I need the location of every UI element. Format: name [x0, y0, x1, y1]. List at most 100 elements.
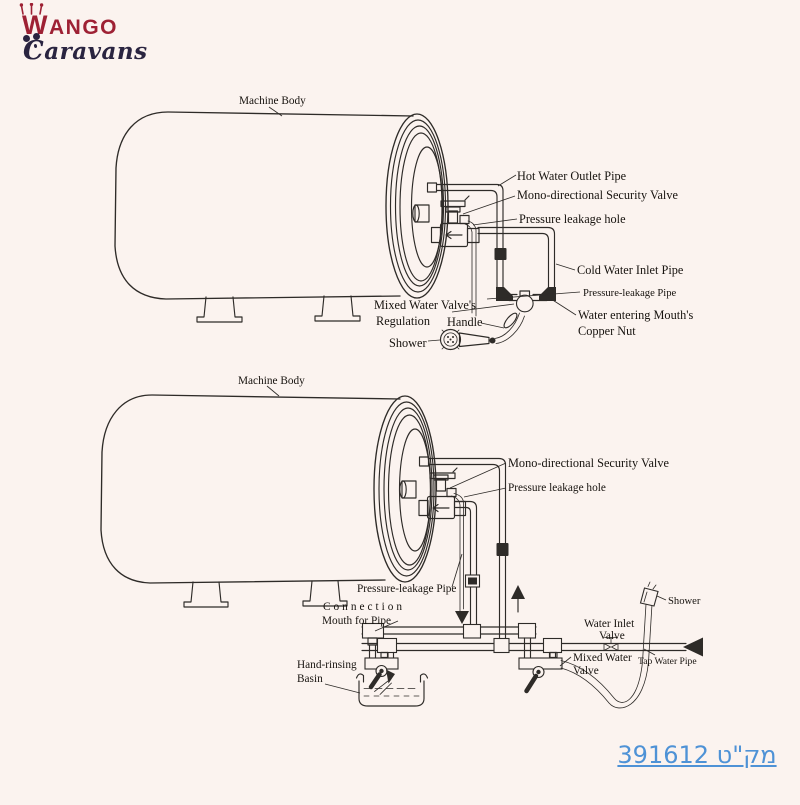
- label-pressure-leakage-pipe: Pressure-leakage Pipe: [357, 583, 456, 595]
- valve-handle-bar: [440, 200, 466, 208]
- face-stub-cap: [399, 480, 407, 499]
- shower-head: [439, 328, 462, 351]
- label-mixed-valve-1: Mixed Water Valve's: [374, 298, 476, 312]
- flow-mark: [445, 230, 463, 240]
- valve-cap: [433, 474, 449, 481]
- valve-flange: [418, 499, 429, 517]
- manifold-tee: [462, 623, 482, 639]
- tank-foot: [314, 295, 361, 322]
- end-cap-ring: [378, 401, 435, 577]
- brand-wordmark: WANGO: [19, 3, 148, 39]
- labels-top: Machine Body Hot Water Outlet Pipe Mono-…: [239, 95, 693, 350]
- tank-outline: [100, 394, 401, 584]
- leader-water-entering: [547, 296, 577, 316]
- label-cold-water-inlet-pipe: Cold Water Inlet Pipe: [577, 263, 684, 277]
- faucet-lever: [524, 673, 539, 694]
- basin-outline: [358, 680, 425, 707]
- hot-water-pipe: [428, 457, 507, 642]
- shower-hose: [560, 603, 653, 709]
- flow-up-arrow-icon: [511, 585, 525, 599]
- leader-mono: [462, 195, 516, 215]
- diagram-bottom: Machine Body Mono-directional Security V…: [100, 375, 703, 709]
- valve-stem: [447, 210, 459, 224]
- label-hand-rinsing-1: Hand-rinsing: [297, 659, 357, 671]
- cold-water-pipe: [454, 500, 478, 628]
- valve-stem: [435, 478, 447, 492]
- end-cap-face: [410, 146, 444, 268]
- pipe-union-nut: [496, 543, 509, 556]
- shower-cone: [458, 332, 490, 348]
- leader-machine-body: [268, 106, 283, 117]
- brand-line2: Caravans: [23, 36, 148, 66]
- label-machine-body: Machine Body: [238, 375, 305, 387]
- label-pressure-leakage-hole: Pressure leakage hole: [519, 212, 626, 226]
- catalog-number-link[interactable]: מק"ט 391612: [617, 741, 777, 769]
- shower-head: [639, 587, 659, 607]
- flow-down-arrow-icon: [455, 611, 469, 624]
- label-pressure-leakage-hole: Pressure leakage hole: [508, 482, 606, 494]
- water-inlet-valve: [604, 637, 618, 644]
- label-hot-water-outlet-pipe: Hot Water Outlet Pipe: [517, 169, 627, 183]
- label-tap-water-pipe: Tap Water Pipe: [638, 656, 697, 667]
- manifold-connector: [517, 622, 537, 639]
- leader-cold: [555, 263, 576, 271]
- face-stub: [414, 204, 430, 223]
- hot-water-pipe: [428, 463, 501, 642]
- label-mixed-water-1: Mixed Water: [573, 652, 632, 664]
- leader-shower: [427, 339, 441, 342]
- label-water-entering: Water entering Mouth's: [578, 308, 693, 322]
- valve-handle-tip: [452, 467, 458, 473]
- tank-body-bottom: [100, 394, 437, 608]
- label-handle: Handle: [447, 315, 483, 329]
- end-cap-ring: [394, 125, 445, 287]
- label-machine-body: Machine Body: [239, 95, 306, 107]
- cold-water-pipe: [477, 226, 556, 289]
- label-pressure-leakage-pipe: Pressure-leakage Pipe: [583, 288, 677, 299]
- hot-water-pipe: [436, 189, 498, 289]
- tap-cross: [493, 637, 510, 654]
- end-cap-face: [398, 428, 432, 552]
- cold-water-pipe: [454, 506, 472, 628]
- leak-fitting: [459, 214, 470, 225]
- pipes-bottom: [361, 457, 703, 659]
- pressure-leakage-pipe: [453, 493, 464, 610]
- face-stub: [401, 480, 417, 499]
- label-connection-2: Mouth for Pipe: [322, 615, 391, 627]
- pipe-union-nut: [494, 248, 507, 260]
- water-stream: [374, 680, 392, 695]
- label-security-valve: Mono-directional Security Valve: [517, 188, 678, 202]
- end-cap-ring: [399, 132, 443, 282]
- tank-foot: [302, 580, 348, 607]
- tap-tee: [376, 637, 398, 654]
- diagram-top: Machine Body Hot Water Outlet Pipe Mono-…: [114, 95, 693, 351]
- end-cap-ring: [373, 395, 437, 583]
- leader-mixed-water: [559, 656, 572, 667]
- pipe-u-bottom: [506, 293, 550, 302]
- tank-outline: [114, 111, 414, 300]
- leader-basin: [324, 683, 361, 694]
- leader-handle: [480, 322, 505, 329]
- pipes-top: [436, 183, 556, 317]
- valve-cap: [445, 206, 461, 213]
- valve-flange: [430, 226, 442, 244]
- label-water-inlet-2: Valve: [599, 630, 625, 642]
- shower-assembly-top: [439, 312, 525, 351]
- faucet-drop: [368, 644, 395, 660]
- connector-drop: [523, 637, 532, 645]
- leader-connection: [374, 620, 399, 632]
- tank-foot: [183, 581, 229, 608]
- shower-hose: [560, 603, 647, 703]
- end-cap-ring: [387, 414, 432, 566]
- leader-leak-pipe: [451, 553, 463, 588]
- brand-logo: WANGO Caravans: [19, 3, 148, 66]
- basin-rim-curl: [355, 673, 365, 683]
- label-shower: Shower: [389, 336, 427, 350]
- valve-handle-tip: [464, 195, 470, 201]
- faucet-lever: [368, 672, 382, 690]
- leader-lines-top: [268, 106, 581, 342]
- label-connection-1: Connection: [323, 601, 405, 613]
- label-copper-nut: Copper Nut: [578, 324, 636, 338]
- label-water-inlet-1: Water Inlet: [584, 618, 635, 630]
- leader-machine-body: [266, 385, 280, 397]
